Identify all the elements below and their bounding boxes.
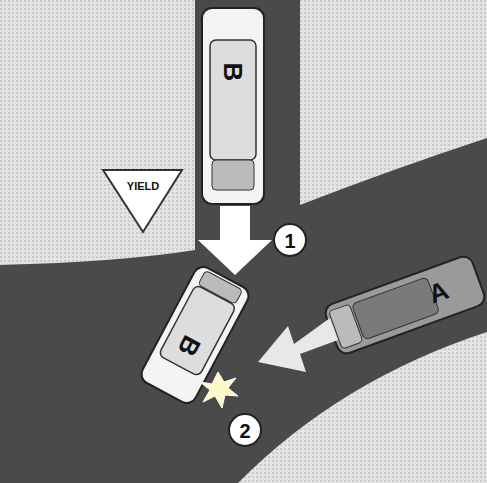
car-b-bottom xyxy=(138,264,252,407)
collision-burst xyxy=(200,372,238,408)
car-b-top xyxy=(202,8,264,204)
callout-number: 1 xyxy=(284,231,295,251)
arrow-b-path xyxy=(198,206,272,275)
arrow-a-path xyxy=(258,318,338,372)
callout-number: 2 xyxy=(239,421,250,441)
car-letter: B xyxy=(220,63,246,82)
car-a xyxy=(323,254,487,356)
yield-sign xyxy=(103,170,182,232)
sign-text: YIELD xyxy=(127,181,159,192)
callout-circle xyxy=(274,224,306,256)
callout-circle xyxy=(229,414,261,446)
